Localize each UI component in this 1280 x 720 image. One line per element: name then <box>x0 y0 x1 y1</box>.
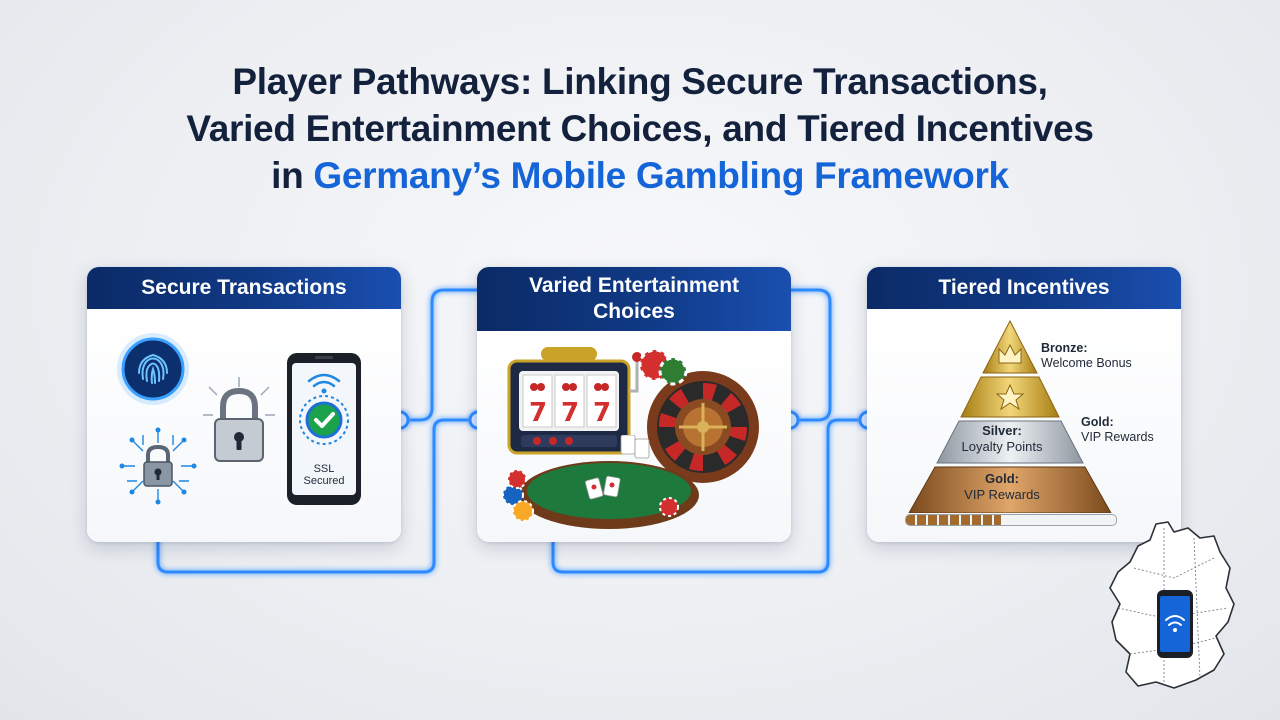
crown-icon <box>998 343 1022 364</box>
pyramid-tier-bronze <box>908 466 1112 513</box>
pyramid-label-reward: Loyalty Points <box>961 439 1043 454</box>
tier-label-gold-side: Gold: VIP Rewards <box>1081 415 1154 445</box>
pyramid-label-silver: Silver: Loyalty Points <box>947 423 1057 455</box>
svg-text:7: 7 <box>593 398 611 428</box>
pyramid-label-name: Silver: <box>982 423 1022 438</box>
wifi-icon <box>307 373 341 394</box>
title-line-1: Player Pathways: Linking Secure Transact… <box>232 61 1048 102</box>
title-line-3: in Germany’s Mobile Gambling Framework <box>0 152 1280 199</box>
card-secure-transactions: Secure Transactions <box>87 267 401 542</box>
circuit-lock-icon <box>119 427 197 505</box>
connector-top-left <box>398 288 480 422</box>
padlock-icon <box>203 377 275 462</box>
ssl-badge-label: SSL Secured <box>303 463 345 487</box>
check-shield-icon <box>299 395 349 445</box>
page-title: Player Pathways: Linking Secure Transact… <box>0 58 1280 199</box>
card-body: SSL Secured <box>87 309 401 542</box>
tier-label-reward: Welcome Bonus <box>1041 356 1132 370</box>
tier-label-name: Gold: <box>1081 415 1114 429</box>
pyramid-tier-silver <box>936 420 1084 464</box>
card-header: Varied Entertainment Choices <box>477 267 791 331</box>
tier-label-name: Bronze: <box>1041 341 1088 355</box>
card-tiered-incentives: Tiered Incentives Bronze: Welcome Bonus … <box>867 267 1181 542</box>
title-line-2: Varied Entertainment Choices, and Tiered… <box>186 108 1094 149</box>
pyramid-label-gold: Gold: VIP Rewards <box>947 471 1057 503</box>
card-header: Tiered Incentives <box>867 267 1181 309</box>
connector-bottom-left <box>156 418 480 574</box>
pyramid-label-reward: VIP Rewards <box>964 487 1040 502</box>
svg-text:7: 7 <box>529 398 547 428</box>
card-table-icon <box>502 435 699 529</box>
card-header: Secure Transactions <box>87 267 401 309</box>
connector-top-right <box>788 288 832 422</box>
loyalty-progress-fill <box>906 515 1001 525</box>
poker-chips-icon <box>638 348 688 386</box>
tier-label-bronze: Bronze: Welcome Bonus <box>1041 341 1132 371</box>
connector-bottom-right <box>551 418 870 574</box>
incentive-pyramid <box>908 319 1112 513</box>
smartphone-wifi-icon <box>1157 590 1193 658</box>
card-entertainment-choices: Varied Entertainment Choices <box>477 267 791 542</box>
card-body: Bronze: Welcome Bonus Gold: VIP Rewards … <box>867 309 1181 542</box>
title-line-3-prefix: in <box>271 155 314 196</box>
ssl-badge: SSL Secured <box>292 463 356 487</box>
fingerprint-icon <box>117 333 189 405</box>
tier-label-reward: VIP Rewards <box>1081 430 1154 444</box>
svg-text:7: 7 <box>561 398 579 428</box>
roulette-wheel-icon <box>647 371 759 483</box>
loyalty-progress-bar <box>905 514 1117 526</box>
title-highlight: Germany’s Mobile Gambling Framework <box>313 155 1009 196</box>
star-icon <box>995 383 1025 411</box>
pyramid-label-name: Gold: <box>985 471 1019 486</box>
